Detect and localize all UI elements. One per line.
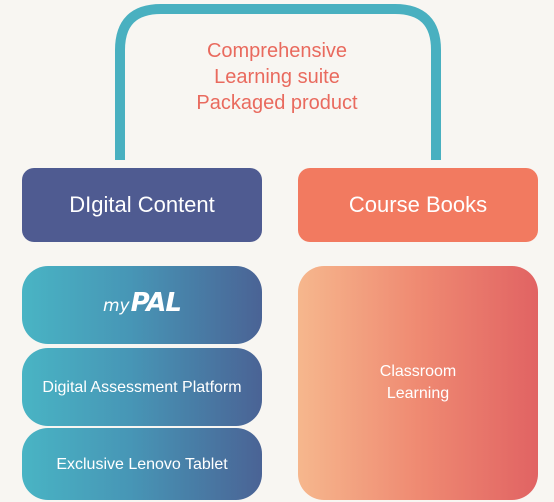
suite-label: Comprehensive Learning suite Packaged pr… (152, 38, 402, 116)
mypal-logo: my PAL (103, 288, 182, 318)
mypal-logo-my: my (103, 296, 130, 316)
mypal-box: my PAL (22, 266, 262, 344)
digital-content-header: DIgital Content (22, 168, 262, 242)
mypal-logo-pal: PAL (130, 288, 182, 318)
suite-label-line-2: Learning suite (214, 66, 340, 88)
course-books-header: Course Books (298, 168, 538, 242)
course-books-header-label: Course Books (348, 192, 488, 217)
exclusive-lenovo-tablet-label: Exclusive Lenovo Tablet (56, 455, 228, 473)
exclusive-lenovo-tablet-box: Exclusive Lenovo Tablet (22, 428, 262, 500)
classroom-learning-box: Classroom Learning (298, 266, 538, 500)
classroom-learning-line-1: Classroom (379, 363, 457, 380)
classroom-learning-label: Classroom Learning (380, 361, 456, 405)
suite-label-line-1: Comprehensive (206, 40, 348, 62)
suite-label-line-3: Packaged product (196, 92, 358, 114)
digital-content-header-label: DIgital Content (69, 192, 215, 217)
classroom-learning-line-2: Learning (386, 385, 450, 402)
digital-assessment-platform-box: Digital Assessment Platform (22, 348, 262, 426)
digital-assessment-platform-label: Digital Assessment Platform (42, 378, 242, 396)
